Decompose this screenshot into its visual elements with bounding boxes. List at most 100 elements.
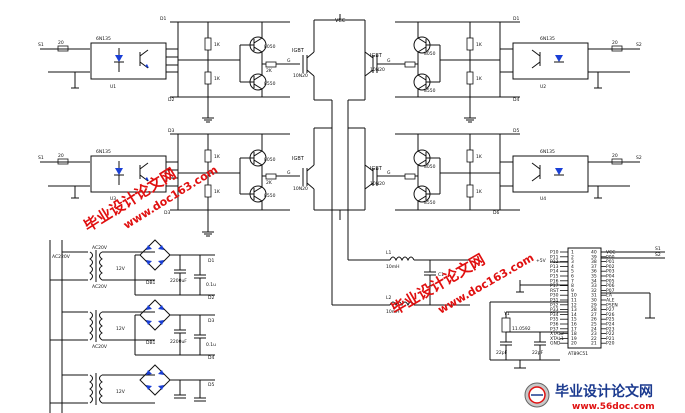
mcu-pin-label: ALE [606,298,615,304]
logo-badge-icon [524,382,550,408]
mcu-pin-number: 28 [591,307,597,313]
transformer-label: AC20V [92,245,108,251]
bridge-rectifier [139,364,171,396]
net-label: D5 [208,382,214,388]
mcu-pin-number: 38 [591,259,597,265]
mcu-pin-number: 6 [571,274,574,280]
net-label: S2 [636,155,642,161]
site-logo: 毕业设计论文网 www.56doc.com [524,382,655,412]
driver-channel-bottom-left: S1 20 6N135 U3 D3 D3 1K 1K 8 [38,128,315,237]
driver-channel-top-right: D1 D4 8050 8550 1K 1K 6N135 U2 [395,16,642,123]
mcu-pin-label: P34 [550,312,559,318]
supply-unit-3: 12V D5 [50,364,215,405]
vcc-label: VCC [335,18,346,24]
mcu-pin-number: 14 [571,312,577,318]
mcu-pin-number: 31 [591,293,597,299]
opto-part: 6N135 [540,149,555,155]
mcu-pin-label: PSEN [606,302,618,308]
opto-ref: U3 [110,196,116,202]
resistor-label: 20 [58,40,64,46]
igbt-label: IGBT [370,166,383,172]
voltage-label: 12V [116,266,126,272]
net-label: G [387,58,391,64]
inductor-label: L2 [386,295,392,301]
capacitor-label: 0.1u [206,282,216,288]
mcu-pin-number: 23 [591,331,597,337]
igbt-label: IGBT [292,156,305,162]
net-label: S1 [655,246,661,252]
mcu-pin-number: 29 [591,302,597,308]
net-label: S1 [38,42,44,48]
mcu-pin-label: P20 [606,341,615,347]
opto-ref: U1 [110,84,116,90]
transistor-label: 8550 [424,200,436,206]
opto-part: 6N135 [540,36,555,42]
mcu-pin-label: P24 [606,322,615,328]
mcu-pin-number: 5 [571,269,574,275]
mcu-pin-label: P05 [606,278,615,284]
net-label: D3 [208,318,214,324]
bridge-label: DB1 [146,340,156,346]
mcu-pin-label: P10 [550,250,559,256]
mcu-chip [567,247,602,349]
capacitor-label: 0.1u [206,342,216,348]
mcu-pin-label: EA [606,293,613,299]
resistor-label: 20 [612,40,618,46]
net-label: D1 [160,16,166,22]
mcu-pin-label: P14 [550,269,559,275]
opto-ref: U4 [540,196,546,202]
supply-label: +5V [536,258,547,264]
led-icon [555,168,563,175]
mcu-pin-number: 17 [571,326,577,332]
transistor-label: 8050 [264,157,276,163]
mcu-pin-number: 9 [571,288,574,294]
net-label: D5 [513,128,519,134]
logo-url: www.56doc.com [572,402,655,412]
mcu-pin-number: 19 [571,336,577,342]
mcu-pin-label: P07 [606,288,615,294]
igbt-label: IGBT [370,53,383,59]
mcu-pin-number: 32 [591,288,597,294]
mcu-pin-number: 25 [591,322,597,328]
mcu-pin-label: P36 [550,322,559,328]
mcu-pin-number: 13 [571,307,577,313]
mcu-pin-number: 26 [591,317,597,323]
resistor-label: 1K [214,154,221,160]
watermark-1: 毕业设计论文网 www.doc163.com [81,163,220,235]
resistor-label: 1K [214,189,221,195]
optocoupler-u1 [90,42,167,80]
mcu-pin-label: P17 [550,283,559,289]
igbt-value: 10N20 [293,73,308,79]
mcu-pin-number: 36 [591,269,597,275]
mcu-pin-number: 33 [591,283,597,289]
mcu-pin-label: P03 [606,269,615,275]
mcu-pin-label: P37 [550,326,559,332]
ac-label: AC220V [52,254,71,260]
inductor-l2 [389,301,415,307]
mcu-pin-label: P31 [550,298,559,304]
mcu-pin-label: P32 [550,302,559,308]
mcu-pin-number: 27 [591,312,597,318]
resistor-label: 1K [214,76,221,82]
mcu-pin-label: P02 [606,264,615,270]
watermark-2: 毕业设计论文网 www.doc163.com [388,250,536,318]
mcu-pin-number: 30 [591,298,597,304]
mcu-name: AT89C51 [568,351,588,357]
mcu-pin-number: 40 [591,250,597,256]
net-label: G [287,58,291,64]
mcu-pin-label: P22 [606,331,615,337]
h-bridge-center: VCC IGBT 10N20 G IGBT 10N20 G L1 [314,14,470,315]
optocoupler-u4 [512,155,589,193]
bridge-rectifier [139,239,171,271]
mcu-pin-number: 12 [571,302,577,308]
mcu-pin-label: P30 [550,293,559,299]
mcu-pin-label: XTAL2 [550,331,564,337]
resistor-label: 1K [476,154,483,160]
resistor-label: 20 [612,153,618,159]
resistor-label: 1K [476,42,483,48]
resistor-label: 1K [476,189,483,195]
mcu-pin-number: 37 [591,264,597,270]
logo-text: 毕业设计论文网 [555,383,653,400]
